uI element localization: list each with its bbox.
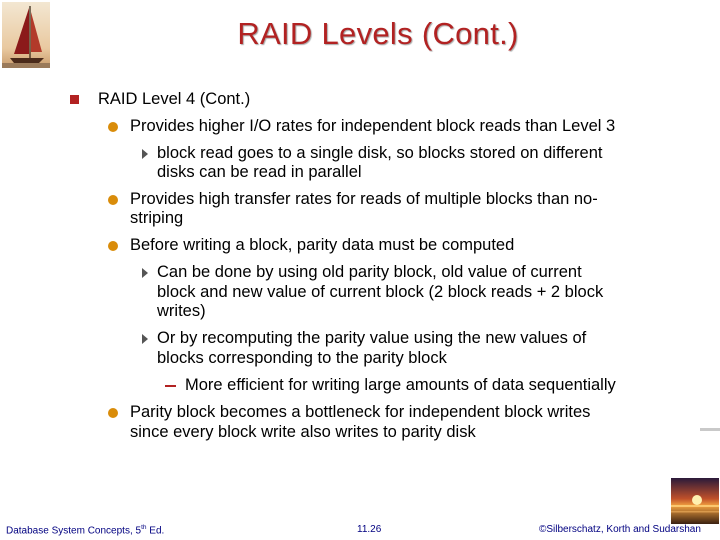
footer-book-title: Database System Concepts, 5th Ed.	[6, 524, 164, 536]
bullet-line: Or by recomputing the parity value using…	[157, 329, 587, 347]
footer-copyright: ©Silberschatz, Korth and Sudarshan	[539, 524, 701, 535]
dash-bullet-icon	[165, 385, 176, 387]
dot-bullet-icon	[108, 195, 118, 205]
triangle-bullet-icon	[142, 334, 148, 344]
footer-book-main: Database System Concepts, 5	[6, 525, 142, 537]
bullet-line: since every block write also writes to p…	[130, 423, 476, 441]
dot-bullet-icon	[108, 241, 118, 251]
bullet-line: More efficient for writing large amounts…	[185, 376, 616, 394]
edge-mark	[700, 428, 720, 431]
footer-page-number: 11.26	[357, 524, 382, 535]
bullet-line: Can be done by using old parity block, o…	[157, 263, 582, 281]
sailboat-logo-icon	[2, 2, 50, 68]
square-bullet-icon	[70, 95, 79, 104]
bullet-line: Parity block becomes a bottleneck for in…	[130, 403, 591, 421]
bullet-line: blocks corresponding to the parity block	[157, 349, 447, 367]
triangle-bullet-icon	[142, 268, 148, 278]
bullet-line: block read goes to a single disk, so blo…	[157, 144, 603, 162]
dot-bullet-icon	[108, 122, 118, 132]
bullet-line: RAID Level 4 (Cont.)	[98, 90, 251, 108]
bullet-line: Provides higher I/O rates for independen…	[130, 117, 616, 135]
sunset-logo-icon	[671, 478, 719, 524]
bullet-line: block and new value of current block (2 …	[157, 283, 604, 301]
footer-book-sup: th	[141, 524, 147, 531]
bullet-line: striping	[130, 209, 184, 227]
footer-book-tail: Ed.	[146, 525, 165, 537]
bullet-line: Provides high transfer rates for reads o…	[130, 190, 598, 208]
bullet-line: writes)	[157, 302, 206, 320]
bullet-line: Before writing a block, parity data must…	[130, 236, 515, 254]
slide-title: RAID Levels (Cont.)	[237, 16, 519, 51]
triangle-bullet-icon	[142, 149, 148, 159]
bullet-line: disks can be read in parallel	[157, 163, 362, 181]
dot-bullet-icon	[108, 408, 118, 418]
